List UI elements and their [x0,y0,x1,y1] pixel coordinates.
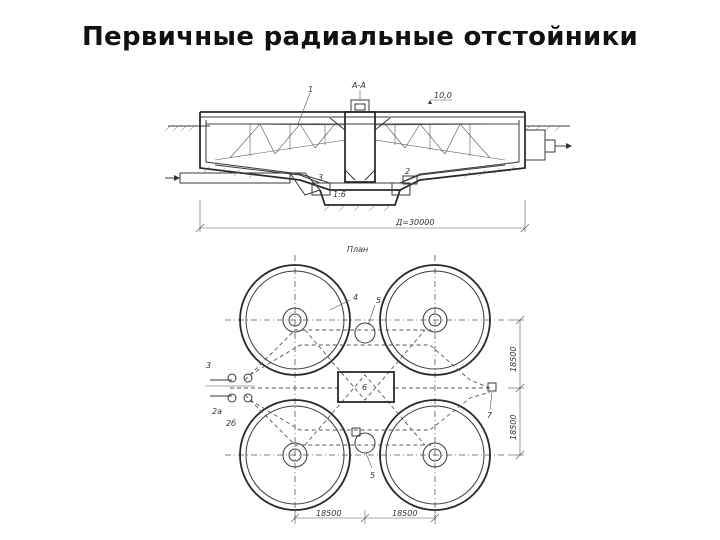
leader-5-top [367,304,376,326]
callout-3-plan: 3 [206,361,211,370]
dim-vertical-top: 18500 [509,347,518,372]
section-view: А-А 10,0 1 2 3 1:6 Д=30000 План [164,81,572,254]
dim-horizontal-left: 18500 [316,509,341,518]
plan-view: 6 [205,255,525,524]
ground-hatch [164,125,561,132]
truss-right [374,123,520,161]
level-label: 10,0 [434,91,452,100]
tank-top-left [239,264,351,376]
cone-left [329,117,356,181]
chamber-top [354,322,376,344]
tank-outline [199,112,526,191]
pump-building [337,371,395,403]
callout-7: 7 [487,411,493,420]
outlet-arrow-icon [566,143,572,149]
inlet-pipe [179,172,291,184]
scraper-right [399,164,506,184]
tank-inner [205,120,520,184]
label-2b: 2б [226,419,236,428]
chamber-bottom [354,432,376,454]
truss-left [205,123,346,161]
leader-7 [489,391,493,411]
inlet-manifold [205,373,255,403]
outlet-well [487,382,497,392]
leader-5-bottom [365,452,373,469]
callout-5-bottom: 5 [370,471,375,480]
slide-title: Первичные радиальные отстойники [81,22,639,52]
section-mark: А-А [351,81,366,90]
block-label: 6 [362,383,367,392]
label-2a: 2а [212,407,222,416]
inlet-arrow-icon [174,175,180,181]
tank-top-right [379,264,491,376]
diameter-label: Д=30000 [395,218,434,227]
callout-4: 4 [353,293,358,302]
scraper-left [214,164,321,184]
valve-box [402,175,418,185]
leader-1 [297,92,311,125]
callout-3: 3 [318,173,323,182]
pipe-label: 1:6 [333,190,346,199]
pit-box-left [311,182,331,196]
pit-box-right [391,182,411,196]
cone-right [364,117,391,181]
outlet-chamber [524,129,546,161]
drive-motor [354,103,366,111]
inlet-bend [289,172,321,196]
plan-label: План [347,245,368,254]
level-icon [428,100,432,104]
leader-4 [329,299,351,311]
pipe-network [230,329,491,446]
valve-bottom [351,427,361,437]
bottom-hatch [203,165,516,212]
dim-vertical-bottom: 18500 [509,415,518,440]
callout-5-top: 5 [376,296,381,305]
dim-horizontal-right: 18500 [392,509,417,518]
outlet-pipe [544,139,556,153]
central-column [344,111,376,183]
callout-2: 2 [405,167,410,176]
callout-1: 1 [308,85,313,94]
sludge-pit [319,189,401,206]
